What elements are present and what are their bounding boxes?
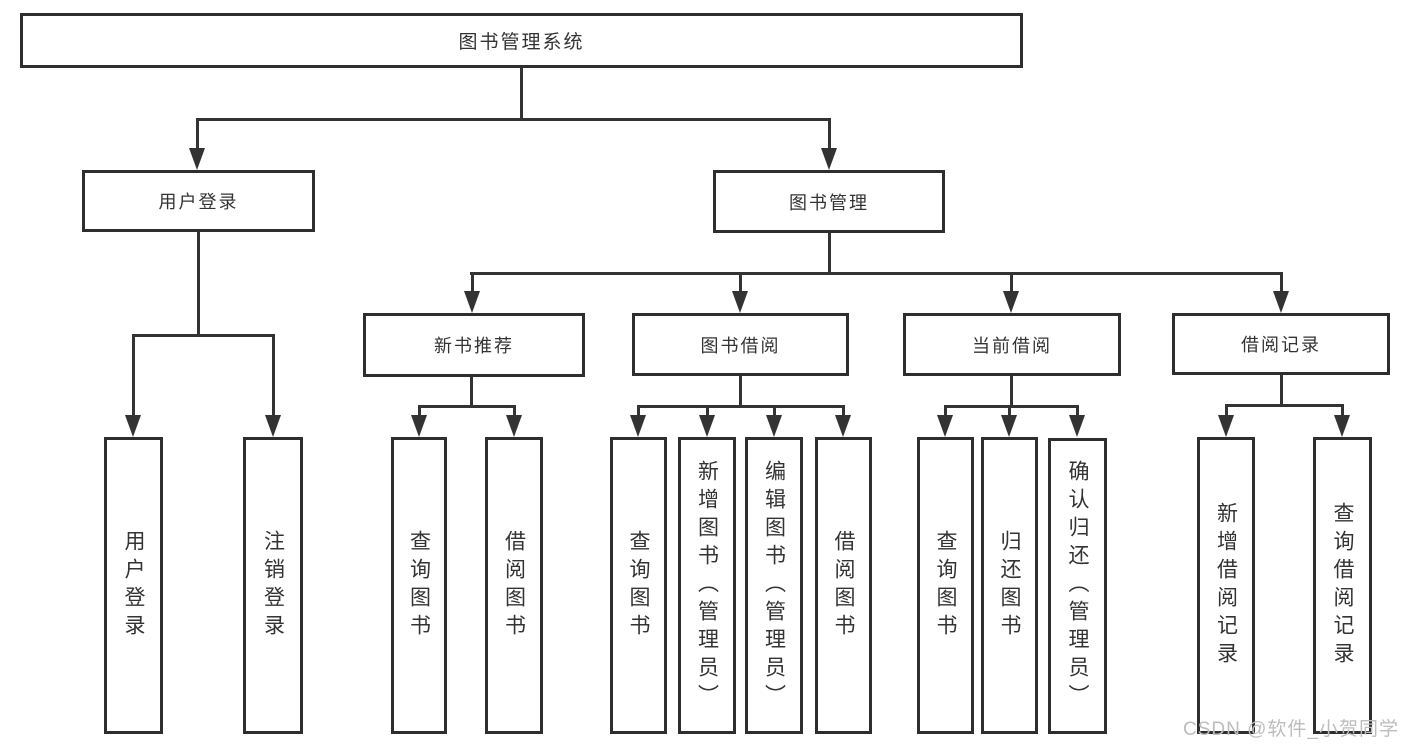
node-library-management-system: 图书管理系统 bbox=[20, 13, 1023, 68]
arrow-down-icon bbox=[125, 415, 141, 437]
connector-drop bbox=[513, 405, 516, 419]
leaf-bb-borrow-books-label: 借阅图书 bbox=[832, 529, 856, 642]
arrow-down-icon bbox=[821, 148, 837, 170]
node-current-borrowing: 当前借阅 bbox=[903, 313, 1121, 376]
arrow-down-icon bbox=[1273, 291, 1289, 313]
arrow-down-icon bbox=[506, 415, 522, 437]
leaf-br-add-record: 新增借阅记录 bbox=[1197, 437, 1255, 734]
connector-drop bbox=[773, 405, 776, 419]
connector-drop bbox=[1341, 404, 1344, 418]
arrow-down-icon bbox=[699, 415, 715, 437]
arrow-down-icon bbox=[1003, 291, 1019, 313]
arrow-down-icon bbox=[265, 415, 281, 437]
leaf-bb-query-books-label: 查询图书 bbox=[627, 529, 651, 642]
leaf-cb-query-books: 查询图书 bbox=[917, 437, 974, 734]
node-book-management: 图书管理 bbox=[713, 170, 945, 233]
leaf-logout: 注销登录 bbox=[243, 437, 303, 734]
leaf-bb-edit-books-admin-label: 编辑图书（管理员） bbox=[762, 459, 786, 712]
connector-drop bbox=[1076, 405, 1079, 419]
leaf-cb-query-books-label: 查询图书 bbox=[934, 529, 958, 642]
leaf-bb-add-books-admin: 新增图书（管理员） bbox=[678, 437, 736, 734]
connector-level2-rail bbox=[197, 118, 831, 121]
connector-borrowing-records-stem bbox=[1280, 375, 1283, 407]
leaf-br-add-record-label: 新增借阅记录 bbox=[1214, 501, 1238, 670]
connector-drop bbox=[418, 405, 421, 419]
arrow-down-icon bbox=[630, 415, 646, 437]
connector-drop bbox=[637, 405, 640, 419]
arrow-down-icon bbox=[1069, 415, 1085, 437]
node-book-borrowing: 图书借阅 bbox=[632, 313, 849, 376]
leaf-cb-confirm-return-admin-label: 确认归还（管理员） bbox=[1066, 460, 1090, 712]
watermark: CSDN @软件_小贺同学 bbox=[1183, 719, 1399, 740]
arrow-down-icon bbox=[835, 415, 851, 437]
connector-drop bbox=[842, 405, 845, 419]
arrow-down-icon bbox=[1218, 415, 1234, 437]
connector-borrowing-records-rail bbox=[1225, 404, 1344, 407]
arrow-down-icon bbox=[732, 291, 748, 313]
arrow-down-icon bbox=[937, 415, 953, 437]
connector-current-borrowing-stem bbox=[1010, 376, 1013, 408]
arrow-down-icon bbox=[464, 291, 480, 313]
leaf-user-login: 用户登录 bbox=[104, 437, 163, 734]
connector-user-login-stem bbox=[197, 232, 200, 337]
connector-drop-leaf-logout bbox=[272, 334, 275, 417]
connector-book-management-stem bbox=[828, 233, 831, 275]
connector-book-borrowing-rail bbox=[637, 405, 845, 408]
node-borrowing-records: 借阅记录 bbox=[1172, 313, 1390, 375]
connector-drop-leaf-user-login bbox=[132, 334, 135, 417]
leaf-bb-add-books-admin-label: 新增图书（管理员） bbox=[695, 459, 719, 712]
leaf-cb-return-books-label: 归还图书 bbox=[998, 529, 1022, 642]
connector-drop bbox=[944, 405, 947, 419]
connector-new-book-rec-stem bbox=[470, 377, 473, 408]
connector-drop-current-borrowing bbox=[1010, 272, 1013, 294]
connector-drop-user-login bbox=[196, 118, 199, 150]
connector-user-login-rail bbox=[132, 334, 275, 337]
leaf-logout-label: 注销登录 bbox=[261, 529, 285, 642]
arrow-down-icon bbox=[411, 415, 427, 437]
leaf-cb-confirm-return-admin: 确认归还（管理员） bbox=[1048, 438, 1107, 734]
leaf-br-query-record-label: 查询借阅记录 bbox=[1331, 501, 1355, 670]
leaf-cb-return-books: 归还图书 bbox=[981, 437, 1038, 734]
connector-drop-book-borrowing bbox=[739, 272, 742, 294]
leaf-nbr-borrow-books-label: 借阅图书 bbox=[502, 529, 526, 642]
connector-drop bbox=[706, 405, 709, 419]
leaf-nbr-borrow-books: 借阅图书 bbox=[485, 437, 543, 734]
leaf-nbr-query-books-label: 查询图书 bbox=[407, 529, 431, 642]
arrow-down-icon bbox=[1334, 415, 1350, 437]
arrow-down-icon bbox=[1001, 415, 1017, 437]
leaf-bb-borrow-books: 借阅图书 bbox=[815, 437, 872, 734]
connector-current-borrowing-rail bbox=[944, 405, 1079, 408]
leaf-bb-query-books: 查询图书 bbox=[610, 437, 667, 734]
node-user-login: 用户登录 bbox=[82, 170, 315, 232]
leaf-user-login-label: 用户登录 bbox=[122, 529, 146, 642]
connector-drop bbox=[1008, 405, 1011, 419]
connector-new-book-rec-rail bbox=[418, 405, 516, 408]
connector-drop-book-management bbox=[828, 118, 831, 150]
arrow-down-icon bbox=[189, 148, 205, 170]
connector-drop-new-book-rec bbox=[471, 272, 474, 294]
connector-root-stem bbox=[520, 68, 523, 119]
connector-drop-borrowing-records bbox=[1280, 272, 1283, 294]
leaf-nbr-query-books: 查询图书 bbox=[391, 437, 447, 734]
connector-level3-rail bbox=[470, 272, 1283, 275]
connector-book-borrowing-stem bbox=[739, 376, 742, 408]
arrow-down-icon bbox=[766, 415, 782, 437]
leaf-br-query-record: 查询借阅记录 bbox=[1313, 437, 1372, 734]
connector-drop bbox=[1225, 404, 1228, 418]
leaf-bb-edit-books-admin: 编辑图书（管理员） bbox=[745, 437, 803, 734]
node-new-book-recommendation: 新书推荐 bbox=[363, 313, 585, 377]
